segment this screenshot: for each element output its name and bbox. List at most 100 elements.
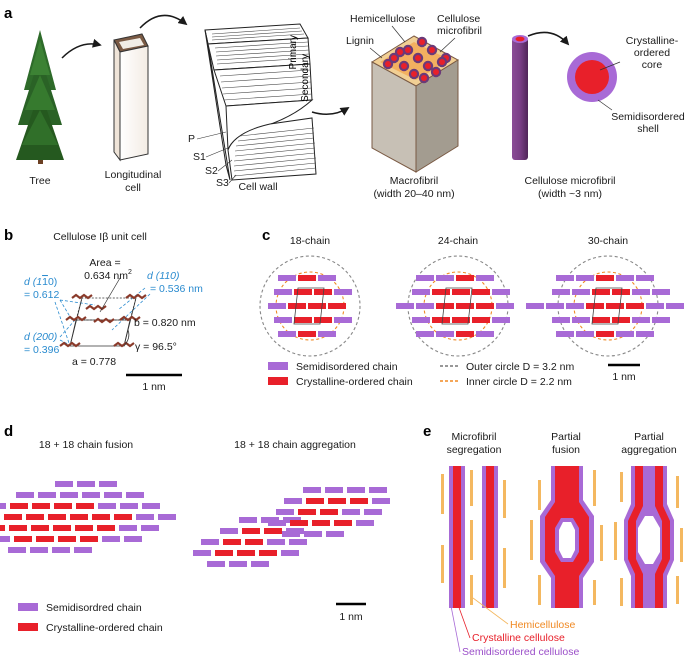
pointer-crystalline-e: [456, 601, 471, 639]
pointer-s3: [228, 174, 237, 184]
pointer-s2: [217, 159, 233, 172]
crystalline-chain: [626, 303, 644, 309]
crystalline-chain: [432, 317, 450, 323]
crystalline-chain: [328, 303, 346, 309]
semidisordered-chain: [274, 317, 292, 323]
crystalline-chain: [592, 317, 610, 323]
semidisordered-chain: [30, 547, 48, 553]
crystalline-chain: [53, 525, 71, 531]
crystalline-chain: [472, 289, 490, 295]
crystalline-chain: [596, 331, 614, 337]
legend-c-cryst-label: Crystalline-ordered chain: [296, 376, 413, 388]
crystalline-chain: [288, 303, 306, 309]
pointer-s1: [205, 147, 229, 158]
legend-d-semi-swatch: [18, 603, 38, 611]
semidisordered-chain: [0, 536, 10, 542]
crystalline-chain: [242, 528, 260, 534]
semidisordered-chain: [38, 492, 56, 498]
semidisordered-chain: [652, 317, 670, 323]
panel-b-label: b: [4, 227, 13, 244]
arrow-wall-to-macrofibril: [311, 107, 350, 116]
legend-inner-label: Inner circle D = 2.2 nm: [466, 376, 572, 388]
segregation-diagram: [441, 466, 506, 608]
pointer-cellulose: [439, 37, 456, 53]
crystalline-chain: [476, 303, 494, 309]
semidisordered-chain: [284, 498, 302, 504]
crystalline-chain: [452, 289, 470, 295]
semidisordered-chain: [356, 520, 374, 526]
semidisordered-chain: [276, 509, 294, 515]
arrow-cell-to-wall: [139, 14, 188, 29]
crystalline-chain: [70, 514, 88, 520]
partial-aggregation-diagram: [614, 466, 683, 608]
semidisordered-chain: [416, 331, 434, 337]
cellulose-microfibril-label-line1: Cellulose: [437, 13, 480, 25]
crystalline-chain: [334, 520, 352, 526]
a-label: a = 0.778: [72, 356, 116, 368]
crystalline-chain: [80, 536, 98, 542]
semidisordered-chain: [99, 481, 117, 487]
semidisordered-chain: [616, 275, 634, 281]
model-title-24: 24-chain: [438, 235, 478, 247]
model-title-30: 30-chain: [588, 235, 628, 247]
shell-label-line2: shell: [637, 123, 659, 135]
e-semidisordered-label: Semidisordered cellulose: [462, 646, 579, 657]
semidisordered-chain: [566, 303, 584, 309]
crystalline-chain: [58, 536, 76, 542]
crystalline-chain: [298, 275, 316, 281]
core-label-line2: ordered: [634, 47, 670, 59]
crystalline-chain: [456, 275, 474, 281]
crystalline-chain: [612, 289, 630, 295]
longitudinal-cell-illustration: [113, 33, 149, 162]
unit-cell-outline: [591, 287, 623, 325]
semidisordered-chain: [282, 531, 300, 537]
primary-label: Primary: [288, 35, 299, 69]
unit-cell-chains: [59, 293, 147, 348]
crystalline-chain: [452, 317, 470, 323]
crystalline-chain: [432, 289, 450, 295]
layer-s1-label: S1: [193, 151, 206, 163]
d110-label: d (110): [147, 270, 180, 282]
semidisordered-chain: [98, 503, 116, 509]
semidisordered-chain: [496, 303, 514, 309]
macrofibril-microfibril-core: [391, 55, 397, 61]
semidisordered-chain: [646, 303, 664, 309]
microfibril-label-line2: (width ~3 nm): [538, 188, 602, 200]
crystalline-chain: [32, 503, 50, 509]
semidisordered-chain: [60, 492, 78, 498]
semidisordered-chain: [552, 317, 570, 323]
semidisordered-chain: [239, 517, 257, 523]
crystalline-chain: [75, 525, 93, 531]
d110bar-label: d (110): [24, 276, 57, 288]
arrow-rod-to-cross-section: [527, 31, 570, 46]
semidisordered-chain: [82, 492, 100, 498]
core-label-line1: Crystalline-: [626, 35, 679, 47]
semidisordered-chain: [632, 317, 650, 323]
cell-label-line2: cell: [125, 182, 141, 194]
model-title-18: 18-chain: [290, 235, 330, 247]
semidisordered-chain: [652, 289, 670, 295]
microfibril-label-line1: Cellulose microfibril: [524, 175, 615, 187]
d200-value: = 0.396: [24, 344, 59, 356]
semidisordered-chain: [16, 492, 34, 498]
semidisordered-chain: [632, 289, 650, 295]
crystalline-chain: [596, 275, 614, 281]
gamma-label: γ = 96.5°: [135, 341, 177, 353]
semidisordered-chain: [636, 275, 654, 281]
semidisordered-chain: [556, 331, 574, 337]
crystalline-core-circle: [575, 60, 609, 94]
unit-cell-chain: [65, 315, 87, 322]
crystalline-chain: [472, 317, 490, 323]
d110-value: = 0.536 nm: [150, 283, 203, 295]
semidisordered-chain: [52, 547, 70, 553]
macrofibril-microfibrils: [382, 36, 452, 84]
semidisordered-chain: [364, 509, 382, 515]
cellulose-microfibril-label-line2: microfibril: [437, 25, 482, 37]
crystalline-chain: [259, 550, 277, 556]
legend-d-semi-label: Semidisordred chain: [46, 602, 142, 614]
aggregation-title: 18 + 18 chain aggregation: [234, 439, 356, 451]
semidisordered-chain: [325, 487, 343, 493]
pointer-hemicellulose-e: [472, 597, 509, 625]
fusion-title: 18 + 18 chain fusion: [39, 439, 133, 451]
panel-a-label: a: [4, 5, 13, 22]
